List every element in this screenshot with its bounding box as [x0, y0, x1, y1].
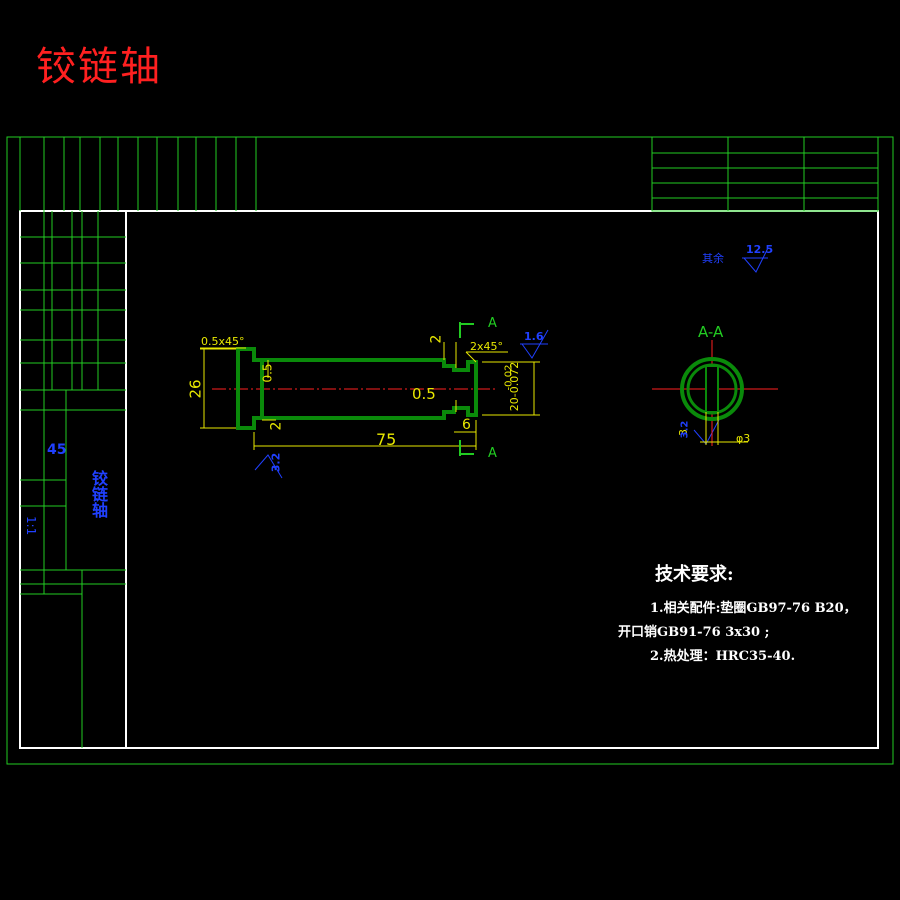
- title-block-scale: 1:1: [24, 516, 38, 536]
- revision-table: [651, 136, 879, 212]
- roughness-symbols: [254, 247, 769, 479]
- dim-groove-depth: 0.5: [412, 385, 436, 403]
- dim-tolerance-upper: -0.02: [503, 364, 515, 391]
- outer-frame: [6, 136, 894, 765]
- dim-hole: φ3: [736, 432, 751, 445]
- section-hole: [705, 365, 719, 413]
- inner-frame: [19, 210, 879, 749]
- tech-req-line-1: 1.相关配件:垫圈GB97-76 B20，: [650, 601, 857, 616]
- section-marker-bottom: A: [488, 446, 497, 461]
- section-marker-top: A: [488, 316, 497, 331]
- dim-length: 75: [376, 430, 397, 449]
- dim-chamfer-right: 2x45°: [470, 340, 504, 353]
- title-block-material: 45: [47, 442, 67, 458]
- dim-diameter: 26: [186, 379, 205, 399]
- tech-req-heading: 技术要求:: [655, 564, 734, 585]
- section-marker: [459, 322, 474, 456]
- top-strip-grid: [19, 137, 257, 211]
- dimension-lines: [200, 342, 540, 450]
- left-title-grid: [20, 211, 126, 748]
- dim-groove-left: 0.5: [260, 363, 275, 383]
- roughness-b: 3.2: [269, 452, 283, 473]
- title-block-part-name: 铰链轴: [89, 470, 108, 518]
- roughness-a: 1.6: [524, 330, 544, 343]
- section-dims: [700, 412, 748, 445]
- section-label: A-A: [698, 323, 724, 341]
- roughness-general-note: 其余: [702, 252, 724, 265]
- tech-req-line-3: 2.热处理：HRC35-40.: [650, 649, 796, 664]
- dim-chamfer-left: 0.5x45°: [201, 335, 245, 348]
- drawing-title: 铰链轴: [36, 44, 162, 90]
- dim-groove-pos: 6: [462, 417, 471, 433]
- roughness-general: 12.5: [746, 243, 774, 256]
- dim-shoulder: 2: [268, 421, 285, 431]
- dim-top: 2: [428, 334, 445, 344]
- roughness-hole: 3.2: [679, 420, 691, 439]
- section-outer-circle: [680, 357, 744, 421]
- tech-req-line-2: 开口销GB91-76 3x30 ;: [618, 625, 770, 640]
